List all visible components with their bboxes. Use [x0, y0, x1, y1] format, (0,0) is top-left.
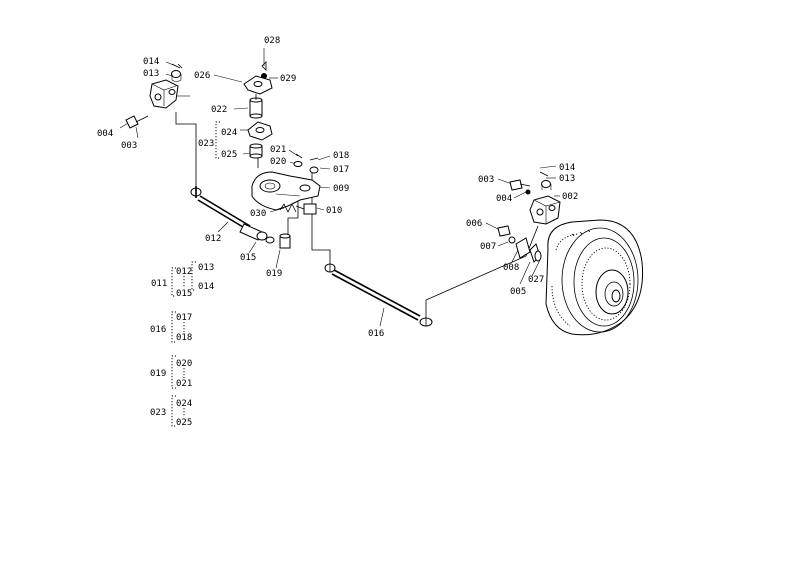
legend-016-b: 018 — [176, 333, 192, 343]
legend-group-016: 016 017 018 — [150, 311, 192, 343]
label-016: 016 — [368, 329, 384, 339]
label-006: 006 — [466, 219, 482, 229]
right-bracket — [497, 171, 561, 263]
label-026: 026 — [194, 71, 210, 81]
label-002: 002 — [562, 192, 578, 202]
label-007: 007 — [480, 242, 496, 252]
legend-016-a: 017 — [176, 313, 192, 323]
label-003b: 003 — [478, 175, 494, 185]
label-024: 024 — [221, 128, 237, 138]
label-013b: 013 — [559, 174, 575, 184]
legend-019-parent: 019 — [150, 369, 166, 379]
legend-011-c: 013 — [198, 263, 214, 273]
label-025: 025 — [221, 150, 237, 160]
lever-assembly — [251, 153, 321, 215]
legend-019-b: 021 — [176, 379, 192, 389]
legend-011-a: 012 — [176, 267, 192, 277]
label-008: 008 — [503, 263, 519, 273]
label-005: 005 — [510, 287, 526, 297]
left-bracket — [125, 63, 183, 129]
legend-023-a: 024 — [176, 399, 192, 409]
label-027: 027 — [528, 275, 544, 285]
label-022: 022 — [211, 105, 227, 115]
callout-labels: 014 013 004 003 028 026 029 022 024 023 … — [97, 36, 578, 339]
leader-lines — [119, 48, 560, 327]
label-030: 030 — [250, 209, 266, 219]
label-014a: 014 — [143, 57, 159, 67]
flywheel-housing — [545, 219, 644, 336]
legend-011-parent: 011 — [151, 279, 167, 289]
legend-011-b: 015 — [176, 289, 192, 299]
legend-019-a: 020 — [176, 359, 192, 369]
label-015: 015 — [240, 253, 256, 263]
legend-group-011: 011 012 015 013 014 — [151, 261, 214, 299]
label-018: 018 — [333, 151, 349, 161]
label-028: 028 — [264, 36, 280, 46]
legend-016-parent: 016 — [150, 325, 166, 335]
legend-023-parent: 023 — [150, 408, 166, 418]
label-014b: 014 — [559, 163, 575, 173]
center-tie-rod — [324, 262, 433, 327]
label-004b: 004 — [496, 194, 512, 204]
label-020: 020 — [270, 157, 286, 167]
label-009: 009 — [333, 184, 349, 194]
label-019: 019 — [266, 269, 282, 279]
legend-023-b: 025 — [176, 418, 192, 428]
legend-011-d: 014 — [198, 282, 214, 292]
group-023-bracket — [215, 121, 220, 159]
left-tie-rod — [190, 186, 291, 249]
legend-group-023: 023 024 025 — [150, 395, 192, 428]
label-017: 017 — [333, 165, 349, 175]
upper-arm-assembly — [243, 61, 273, 159]
label-003a: 003 — [121, 141, 137, 151]
label-012: 012 — [205, 234, 221, 244]
label-023: 023 — [198, 139, 214, 149]
subassembly-legend: 011 012 015 013 014 016 017 018 019 020 … — [150, 261, 214, 428]
label-010: 010 — [326, 206, 342, 216]
label-021: 021 — [270, 145, 286, 155]
legend-group-019: 019 020 021 — [150, 355, 192, 389]
label-013a: 013 — [143, 69, 159, 79]
label-029: 029 — [280, 74, 296, 84]
label-004a: 004 — [97, 129, 113, 139]
